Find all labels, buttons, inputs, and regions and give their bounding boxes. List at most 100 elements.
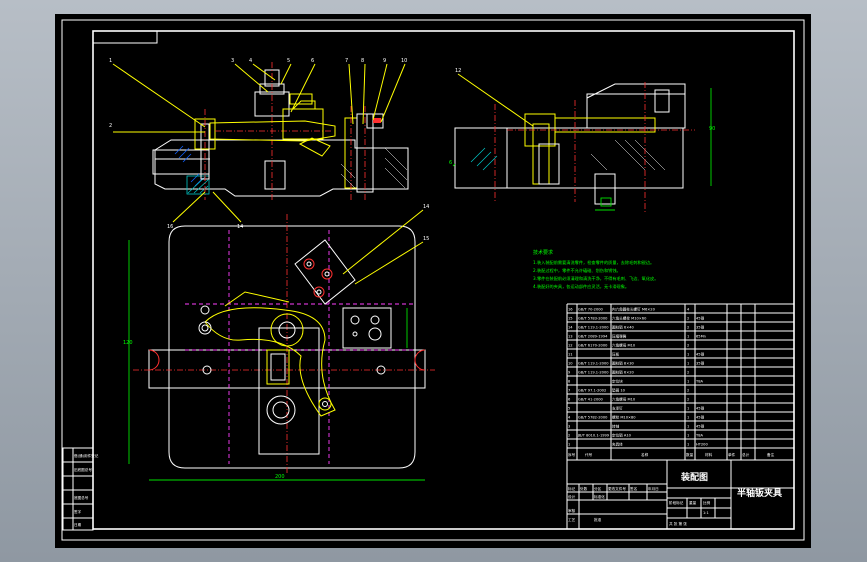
svg-text:分区: 分区 [594, 486, 602, 491]
svg-text:4.装配好的夹具，各运动部件应灵活，无卡滞现象。: 4.装配好的夹具，各运动部件应灵活，无卡滞现象。 [533, 283, 629, 290]
svg-text:4: 4 [249, 58, 252, 64]
svg-text:更改文件号: 更改文件号 [608, 486, 626, 491]
bom-qty: 1 [687, 380, 689, 384]
bom-no: 2 [568, 434, 570, 438]
svg-text:6: 6 [311, 58, 314, 64]
bom-name: 圆柱销 6×20 [612, 370, 635, 375]
bom-no: 15 [568, 317, 573, 321]
bom-header-note: 备注 [767, 452, 775, 457]
svg-text:比例: 比例 [703, 500, 711, 505]
svg-text:2: 2 [109, 123, 112, 129]
svg-text:年月日: 年月日 [648, 486, 659, 491]
bom-qty: 4 [687, 308, 690, 312]
bom-header-unit-weight: 单件 [728, 452, 736, 457]
bom-material: 45钢 [696, 424, 705, 429]
bom-name: 内六角圆柱头螺钉 M6×20 [612, 307, 656, 312]
svg-text:设计: 设计 [568, 494, 576, 499]
svg-text:12: 12 [455, 68, 461, 74]
svg-text:审核: 审核 [568, 508, 576, 513]
bom-qty: 1 [687, 416, 689, 420]
bom-no: 6 [568, 398, 571, 402]
bom-qty: 1 [687, 443, 689, 447]
bom-header-code: 代号 [585, 452, 593, 457]
bom-header-name: 名称 [641, 452, 649, 457]
svg-text:6: 6 [449, 160, 452, 166]
bom-code: GB/T 119.1-2000 [578, 326, 609, 330]
bom-material: 65Mn [696, 335, 706, 339]
svg-text:重量: 重量 [689, 500, 697, 505]
bom-qty: 2 [687, 344, 689, 348]
bom-name: 夹具体 [612, 442, 623, 447]
bom-material: 45钢 [696, 352, 705, 357]
svg-text:底图总号: 底图总号 [74, 495, 89, 500]
svg-text:批准: 批准 [594, 517, 602, 522]
bom-no: 8 [568, 380, 571, 384]
svg-text:5: 5 [287, 58, 290, 64]
svg-text:共 张 第 张: 共 张 第 张 [669, 521, 687, 526]
svg-text:标记: 标记 [568, 486, 576, 491]
svg-text:签名: 签名 [630, 486, 638, 491]
svg-text:8: 8 [361, 58, 364, 64]
bom-no: 14 [568, 326, 573, 330]
bom-no: 16 [568, 308, 573, 312]
front-view: 1 2 3 4 5 6 7 8 9 10 16 14 [109, 58, 409, 230]
bom-header-qty: 数量 [686, 452, 694, 457]
svg-text:日期: 日期 [74, 522, 82, 527]
svg-text:16: 16 [167, 224, 173, 230]
side-view: 90 12 6 [449, 68, 715, 212]
cad-drawing-canvas[interactable]: 1 2 3 4 5 6 7 8 9 10 16 14 [55, 14, 811, 548]
svg-text:标准化: 标准化 [594, 494, 605, 499]
bom-name: 六角螺母 M10 [612, 397, 636, 402]
bom-qty: 1 [687, 434, 689, 438]
bom-material: 45钢 [696, 415, 705, 420]
bom-name: 压板 [612, 352, 620, 357]
bom-material: T8A [695, 434, 703, 438]
drawing-title: 装配图 [680, 471, 708, 483]
bom-code: GB/T 97.1-2002 [578, 389, 606, 393]
bom-code: GB/T 5782-2000 [578, 416, 608, 420]
sheet-border [61, 19, 805, 541]
bom-name: 垫圈 10 [612, 388, 626, 393]
bom-qty: 1 [687, 335, 689, 339]
bom-code: GB/T 2089-1994 [578, 335, 608, 339]
assembly-drawing: 1 2 3 4 5 6 7 8 9 10 16 14 [61, 19, 805, 541]
bom-name: 支承钉 [612, 406, 623, 411]
svg-text:签字: 签字 [74, 509, 82, 514]
bom-no: 4 [568, 416, 571, 420]
bom-code: GB/T 119.1-2000 [578, 362, 609, 366]
bom-name: 定位块 [612, 379, 623, 384]
svg-text:旧底图总号: 旧底图总号 [74, 467, 92, 472]
bom-no: 9 [568, 371, 571, 375]
svg-text:2.装配过程中，零件不允许磕碰、划伤和锈蚀。: 2.装配过程中，零件不允许磕碰、划伤和锈蚀。 [533, 267, 621, 274]
front-view-balloons: 1 2 3 4 5 6 7 8 9 10 16 14 [109, 58, 407, 230]
svg-text:处数: 处数 [580, 486, 588, 491]
bom-code: GB/T 41-2000 [578, 398, 604, 402]
bom-qty: 1 [687, 353, 689, 357]
bom-qty: 1 [687, 407, 689, 411]
bom-qty: 1 [687, 425, 689, 429]
part-name: 半轴钣夹具 [737, 487, 782, 499]
bom-no: 1 [568, 443, 570, 447]
svg-text:3: 3 [231, 58, 234, 64]
bom-no: 13 [568, 335, 573, 339]
svg-text:1:1: 1:1 [703, 511, 709, 515]
svg-text:技术要求: 技术要求 [533, 249, 553, 256]
plan-view: 120 200 14 15 [123, 204, 435, 481]
svg-text:10: 10 [401, 58, 407, 64]
bom-material: HT200 [696, 443, 708, 447]
bom-qty: 1 [687, 362, 689, 366]
bom-code: JB/T 8010.1-1999 [577, 434, 610, 438]
bom-code: GB/T 70-2000 [578, 308, 604, 312]
bom-qty: 2 [687, 326, 689, 330]
svg-text:120: 120 [123, 340, 133, 346]
bom-header-no: 序号 [568, 452, 576, 457]
svg-text:3.零件在装配前必须清理和清洗干净，不得有毛刺、飞边、氧化皮: 3.零件在装配前必须清理和清洗干净，不得有毛刺、飞边、氧化皮。 [533, 275, 658, 282]
svg-text:90: 90 [709, 126, 715, 132]
drawing-frame [92, 30, 795, 530]
registration-side-table: 借(通)用件登记 旧底图总号 底图总号 签字 日期 [62, 447, 99, 531]
technical-requirements: 技术要求 1.装入装配前需要清洗零件，检查零件的质量，去除毛刺和锐边。 2.装配… [533, 249, 658, 290]
bom-name: 圆柱销 8×30 [612, 361, 635, 366]
title-block: 装配图 半轴钣夹具 标记 处数 分区 更改文件号 签名 年月日 设计 标准化 审… [566, 459, 795, 530]
svg-text:9: 9 [383, 58, 386, 64]
